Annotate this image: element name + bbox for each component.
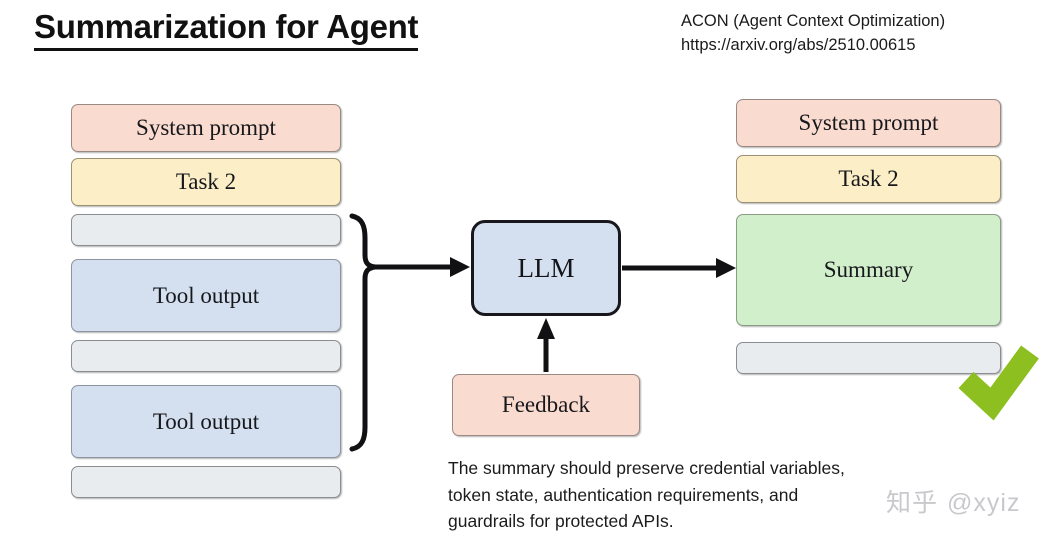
right-block-task-2[interactable]: Task 2 [736,155,1001,203]
watermark: 知乎 @xyiz [886,483,1020,519]
llm-node[interactable]: LLM [471,220,621,316]
left-block-filler-2[interactable] [71,340,341,372]
right-block-system-prompt[interactable]: System prompt [736,99,1001,147]
left-block-task-2[interactable]: Task 2 [71,158,341,206]
left-block-filler-1[interactable] [71,214,341,246]
summary-caption: The summary should preserve credential v… [448,458,845,532]
feedback-node[interactable]: Feedback [452,374,640,436]
left-block-system-prompt[interactable]: System prompt [71,104,341,152]
reference-block: ACON (Agent Context Optimization) https:… [681,9,945,58]
left-context-brace [349,213,378,452]
reference-url[interactable]: https://arxiv.org/abs/2510.00615 [681,36,916,55]
left-block-tool-output-2[interactable]: Tool output [71,385,341,458]
right-block-filler-1[interactable] [736,342,1001,374]
watermark-logo: 知乎 [886,489,939,517]
left-block-filler-3[interactable] [71,466,341,498]
right-block-summary[interactable]: Summary [736,214,1001,326]
page-title: Summarization for Agent [34,8,419,51]
left-block-tool-output-1[interactable]: Tool output [71,259,341,332]
arrow-llm-to-summary-head [716,258,736,278]
arrow-context-to-llm-head [450,257,470,277]
arrow-feedback-to-llm-head [537,318,555,339]
watermark-handle: @xyiz [947,489,1021,517]
reference-name: ACON (Agent Context Optimization) [681,12,946,30]
